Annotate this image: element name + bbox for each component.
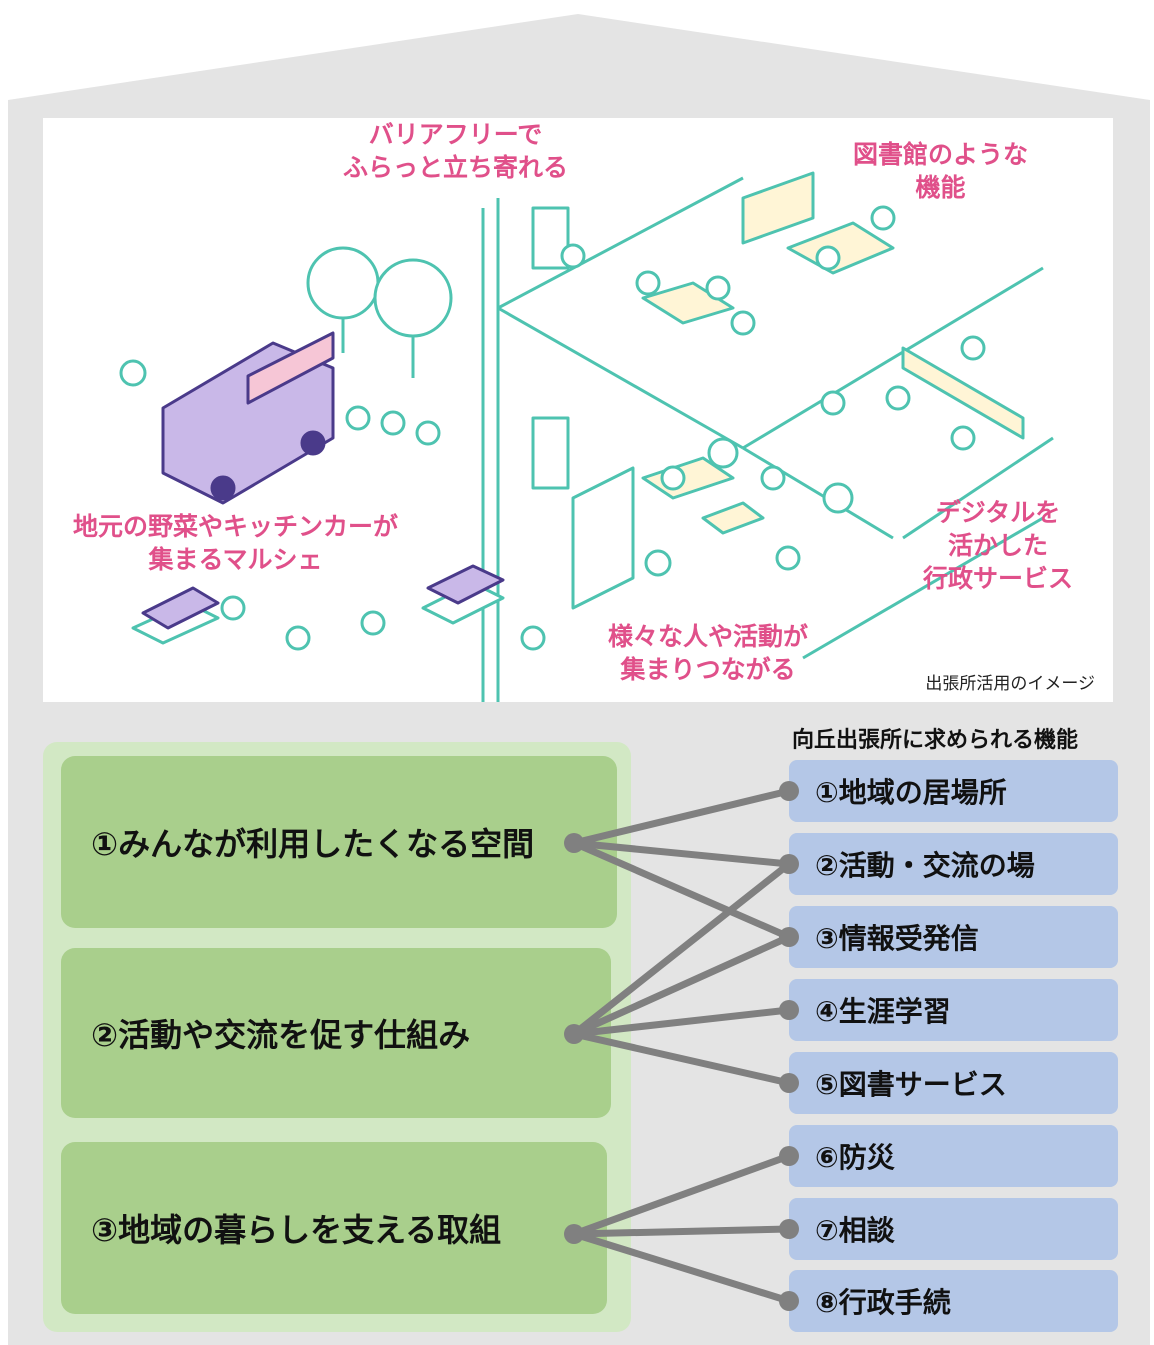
illustration-drawing <box>119 171 1054 702</box>
goal-box-3: ③地域の暮らしを支える取組 <box>61 1142 607 1314</box>
goal-label: ①みんなが利用したくなる空間 <box>91 825 535 863</box>
function-label: ⑦相談 <box>815 1214 895 1247</box>
function-box-8: ⑧行政手続 <box>789 1270 1118 1332</box>
function-label: ①地域の居場所 <box>815 776 1007 809</box>
goal-label: ②活動や交流を促す仕組み <box>91 1016 471 1054</box>
label-digital-service: デジタルを 活かした 行政サービス <box>923 498 1074 593</box>
function-label: ⑧行政手続 <box>815 1286 951 1319</box>
function-label: ⑥防災 <box>815 1141 895 1174</box>
goal-box-2: ②活動や交流を促す仕組み <box>61 948 611 1118</box>
function-box-6: ⑥防災 <box>789 1125 1118 1187</box>
functions-title: 向丘出張所に求められる機能 <box>792 728 1079 753</box>
function-label: ③情報受発信 <box>815 922 979 955</box>
function-box-2: ②活動・交流の場 <box>789 833 1118 895</box>
goal-label: ③地域の暮らしを支える取組 <box>91 1211 502 1249</box>
function-box-4: ④生涯学習 <box>789 979 1118 1041</box>
label-library-function: 図書館のような 機能 <box>853 140 1029 202</box>
function-label: ⑤図書サービス <box>815 1068 1007 1101</box>
illustration-caption: 出張所活用のイメージ <box>925 674 1095 694</box>
label-people-connect: 様々な人や活動が 集まりつながる <box>608 622 809 684</box>
label-barrier-free: バリアフリーで ふらっと立ち寄れる <box>343 120 569 182</box>
label-marche: 地元の野菜やキッチンカーが 集まるマルシェ <box>73 512 399 574</box>
function-box-1: ①地域の居場所 <box>789 760 1118 822</box>
office-illustration: バリアフリーで ふらっと立ち寄れる 図書館のような 機能 地元の野菜やキッチンカ… <box>43 118 1113 702</box>
function-box-7: ⑦相談 <box>789 1198 1118 1260</box>
function-label: ④生涯学習 <box>815 995 951 1028</box>
function-label: ②活動・交流の場 <box>815 849 1035 882</box>
function-box-3: ③情報受発信 <box>789 906 1118 968</box>
goal-box-1: ①みんなが利用したくなる空間 <box>61 756 617 928</box>
function-box-5: ⑤図書サービス <box>789 1052 1118 1114</box>
